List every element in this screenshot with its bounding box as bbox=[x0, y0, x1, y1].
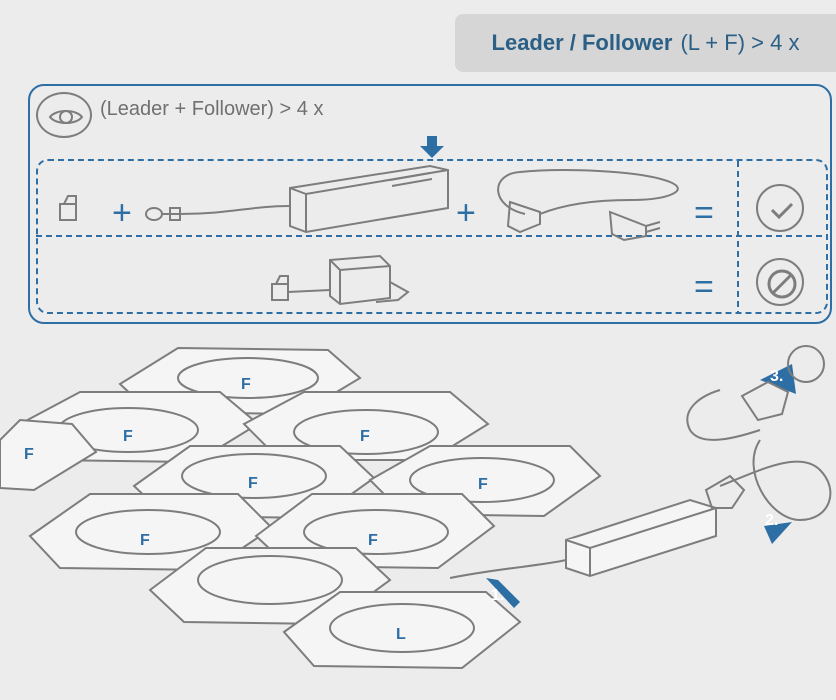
prohibited-icon bbox=[756, 258, 804, 306]
tile-label-2: F bbox=[123, 428, 133, 445]
tile-label-7: F bbox=[140, 532, 150, 549]
condition-text: (Leader + Follower) > 4 x bbox=[100, 98, 324, 120]
title-bold: Leader / Follower bbox=[491, 30, 673, 55]
tile-label-8: F bbox=[368, 532, 378, 549]
equals-symbol-row1: = bbox=[694, 194, 714, 232]
equals-symbol-row2: = bbox=[694, 268, 714, 306]
eye-icon bbox=[36, 92, 92, 138]
title-rest: (L + F) > 4 x bbox=[680, 30, 800, 55]
tile-label-1: F bbox=[241, 376, 251, 393]
plus-symbol-2: + bbox=[456, 194, 476, 232]
step-3: 3. bbox=[770, 368, 784, 385]
step-1: 1. bbox=[491, 587, 505, 604]
requirements-panel bbox=[28, 84, 832, 324]
tile-label-6: F bbox=[478, 476, 488, 493]
step-2: 2. bbox=[765, 512, 779, 529]
tile-label-9: L bbox=[396, 626, 406, 643]
tile-label-4: F bbox=[24, 446, 34, 463]
plus-symbol-1: + bbox=[112, 194, 132, 232]
check-icon bbox=[756, 184, 804, 232]
title-box: Leader / Follower (L + F) > 4 x bbox=[455, 14, 836, 72]
tile-label-5: F bbox=[248, 475, 258, 492]
tile-label-3: F bbox=[360, 428, 370, 445]
